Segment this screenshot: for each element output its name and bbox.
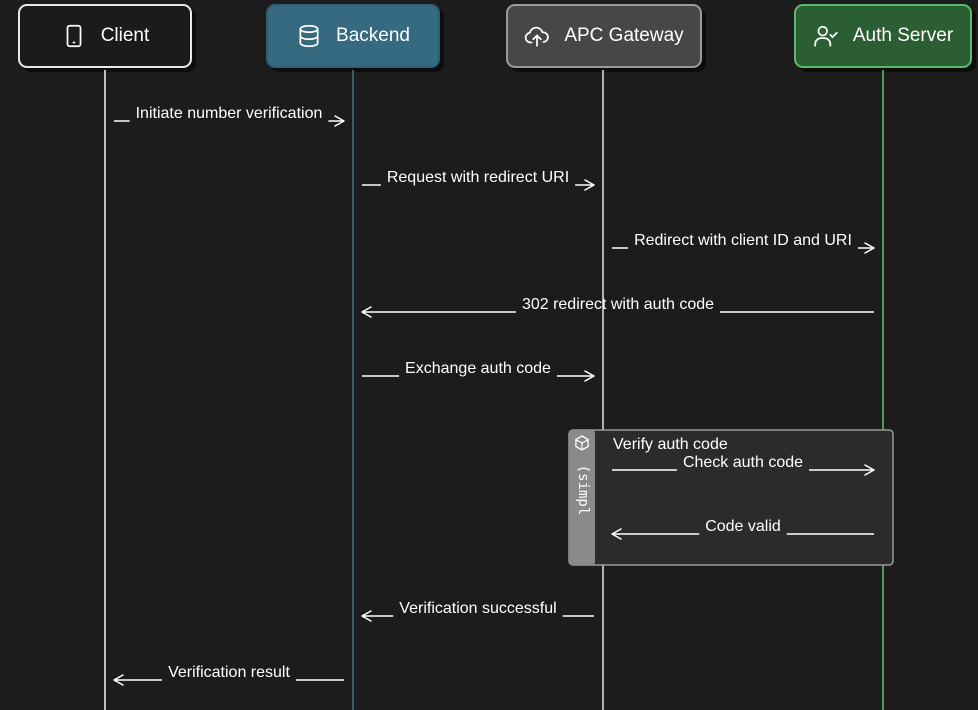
message-6: Check auth code (612, 454, 875, 476)
message-arrowhead (864, 242, 875, 254)
message-arrowhead (113, 674, 124, 686)
message-3: Redirect with client ID and URI (612, 232, 875, 254)
message-9: Verification result (113, 664, 344, 686)
message-arrowhead (334, 115, 345, 127)
database-icon (296, 23, 322, 49)
participant-label: Backend (336, 25, 410, 46)
cloud-upload-icon (524, 23, 550, 49)
hexagon-icon-detail (581, 439, 589, 444)
message-label: Check auth code (683, 454, 803, 471)
group-tab (569, 430, 595, 565)
message-2: Request with redirect URI (362, 169, 595, 191)
message-7: Code valid (611, 518, 874, 540)
participant-backend[interactable]: Backend (266, 4, 440, 68)
message-arrowhead (864, 464, 875, 476)
message-label: Request with redirect URI (387, 169, 569, 186)
message-arrowhead (584, 179, 595, 191)
participant-gateway[interactable]: APC Gateway (506, 4, 702, 68)
message-label: 302 redirect with auth code (522, 296, 714, 313)
message-label: Exchange auth code (405, 360, 551, 377)
message-1: Initiate number verification (114, 105, 345, 127)
message-4: 302 redirect with auth code (361, 296, 874, 318)
message-arrowhead (361, 306, 372, 318)
message-arrowhead (584, 370, 595, 382)
message-arrowhead (361, 610, 372, 622)
group-tab-label: (simpl (575, 465, 591, 516)
message-label: Initiate number verification (136, 105, 323, 122)
message-label: Verification result (168, 664, 290, 681)
message-label: Verification successful (399, 600, 556, 617)
participant-label: APC Gateway (564, 25, 684, 46)
group-verify-auth-code: (simpl Verify auth code (568, 429, 894, 566)
participant-label: Auth Server (852, 25, 954, 46)
user-check-icon (813, 23, 839, 49)
participant-label: Client (100, 25, 150, 46)
message-8: Verification successful (361, 600, 594, 622)
hexagon-icon-detail (575, 439, 583, 444)
message-label: Redirect with client ID and URI (634, 232, 852, 249)
message-arrowhead (611, 528, 622, 540)
group-title: Verify auth code (613, 436, 728, 453)
phone-icon (61, 23, 87, 49)
participant-client[interactable]: Client (18, 4, 192, 68)
message-label: Code valid (705, 518, 781, 535)
message-5: Exchange auth code (362, 360, 595, 382)
participant-auth[interactable]: Auth Server (794, 4, 972, 68)
